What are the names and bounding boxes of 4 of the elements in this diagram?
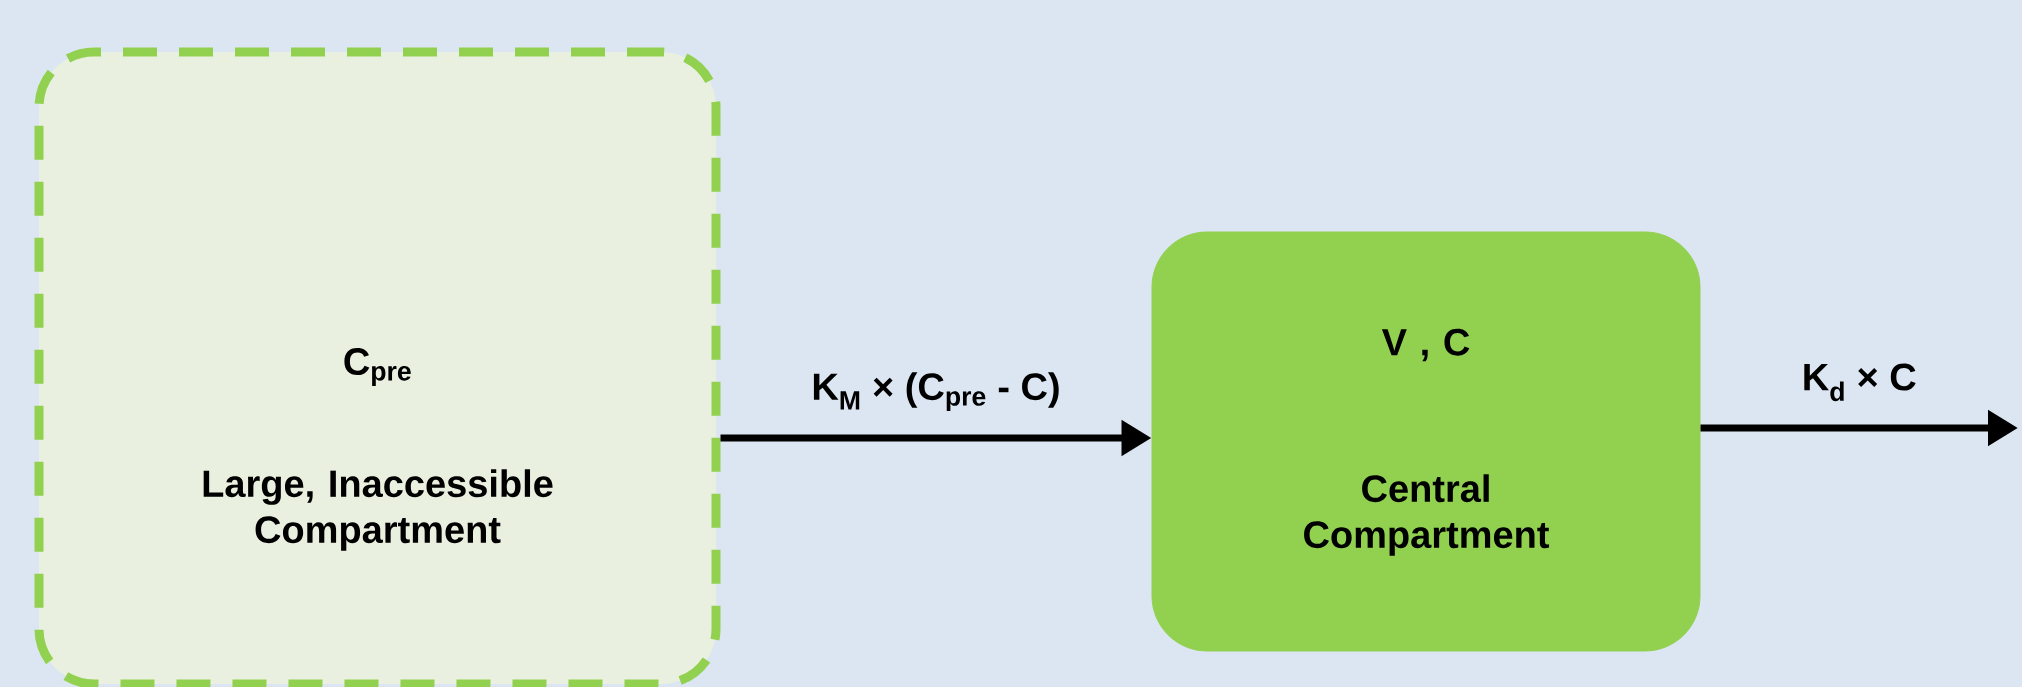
edge-label: K$_{M}$ × (C$_{pre}$ - C)	[813, 372, 1059, 412]
compartment-box: V , C Central Compartment	[1151, 231, 1701, 652]
edge-label: K$_{d}$ × C	[1804, 363, 1916, 402]
compartment-box: C$_{pre}$ Large, Inaccessible Compartment	[34, 47, 721, 687]
